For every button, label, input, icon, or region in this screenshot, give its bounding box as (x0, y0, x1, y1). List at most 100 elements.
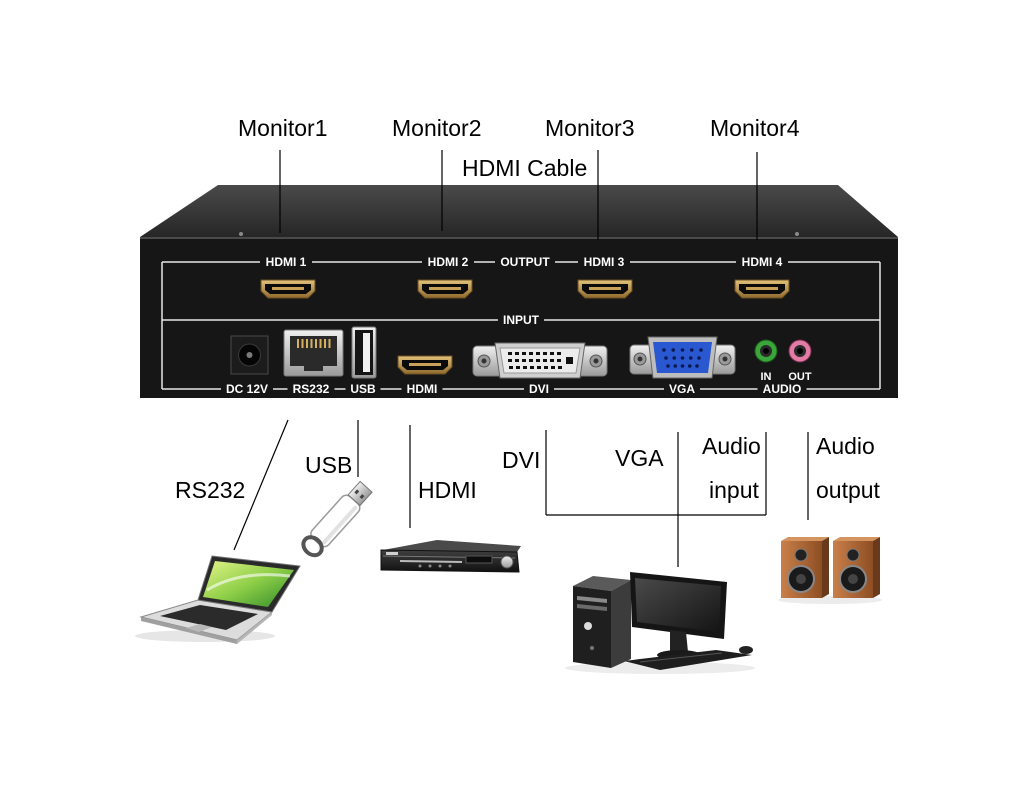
dvi-pin (550, 352, 554, 355)
pc-keyboard (624, 650, 752, 670)
pc-keyboard-keys (639, 652, 723, 663)
audio-output-label-line2: output (816, 477, 881, 503)
output-port-label-hdmi2: HDMI 2 (428, 255, 469, 269)
label-backdrop (498, 313, 544, 327)
label-backdrop (422, 255, 474, 269)
dvi-pin (543, 352, 547, 355)
label-backdrop (736, 255, 788, 269)
dvi-pin (523, 366, 527, 369)
input-port-labels: DC 12V RS232 USB HDMI DVI VGA AUDIO (221, 382, 807, 396)
vga-pin-holes (662, 348, 703, 368)
output-port-label-hdmi3: HDMI 3 (584, 255, 625, 269)
device-top-surface (140, 185, 898, 237)
pc-drive-bay (577, 596, 607, 603)
output-section-label: OUTPUT (500, 255, 550, 269)
usb-connection-label: USB (305, 452, 352, 478)
dvd-button (418, 564, 422, 568)
laptop-base-edge (141, 617, 237, 644)
dvi-pin (550, 359, 554, 362)
monitor4-label: Monitor4 (710, 115, 800, 141)
dvd-jog-knob (500, 555, 514, 569)
output-labels: HDMI 1 HDMI 2 OUTPUT HDMI 3 HDMI 4 (260, 255, 788, 269)
vga-pin (680, 364, 685, 368)
rj45-pin (315, 339, 317, 348)
speaker-side (822, 537, 829, 598)
vga-pin (666, 364, 670, 368)
hdmi-output-port-1 (260, 279, 316, 299)
pc-drive-bay (577, 604, 607, 611)
pc-tower-top (573, 576, 631, 591)
label-backdrop (345, 382, 381, 396)
hdmi-port-contacts (272, 287, 304, 290)
pc-tower-side (611, 580, 631, 668)
audio-input-label-line2: input (709, 477, 759, 503)
audio-output-label-line1: Audio (816, 433, 875, 459)
top-screw-right (795, 232, 799, 236)
rs232-connection-label: RS232 (175, 477, 245, 503)
speaker-top (833, 537, 880, 541)
hdmi-port-contacts (429, 287, 461, 290)
audio-in-label: IN (761, 371, 772, 383)
speaker-side (873, 537, 880, 598)
dvd-logo (386, 552, 398, 555)
dvi-pin (557, 359, 561, 362)
vga-pin (697, 356, 701, 360)
vga-pin (688, 356, 693, 360)
label-backdrop (287, 382, 335, 396)
laptop-icon (135, 555, 301, 644)
vga-pin (664, 356, 668, 360)
pc-monitor-screen (635, 578, 721, 632)
usb-drive-lanyard-loop (301, 535, 324, 558)
hdmi-port-contacts (589, 287, 621, 290)
rs232-line (233, 419, 289, 551)
dvd-button (448, 564, 452, 568)
usb-drive-connector-hole (359, 494, 365, 500)
dvi-pin (522, 359, 526, 362)
dvi-pin (557, 352, 561, 355)
dvi-pin (530, 366, 534, 369)
dvd-top (383, 540, 521, 552)
hdmi-connection-label: HDMI (418, 477, 477, 503)
speakers-icon (778, 537, 882, 604)
dvd-button (438, 564, 442, 568)
input-port-label-rs232: RS232 (293, 382, 330, 396)
label-backdrop (524, 382, 554, 396)
vga-pin (680, 348, 685, 352)
vga-pin (673, 364, 678, 368)
speaker-woofer-cap (796, 574, 806, 584)
dvi-port (472, 342, 608, 379)
hdmi-port-contacts (409, 363, 441, 366)
rj45-pin (306, 339, 308, 348)
input-section-label: INPUT (503, 313, 540, 327)
monitor-labels: Monitor1 Monitor2 Monitor3 Monitor4 HDMI… (238, 115, 800, 181)
vga-pin (680, 356, 685, 360)
input-port-label-audio: AUDIO (763, 382, 802, 396)
vga-pin (671, 348, 676, 352)
vga-pin (699, 348, 703, 352)
vga-connection-label: VGA (615, 445, 664, 471)
speaker-left (781, 537, 829, 598)
vga-pin (687, 364, 692, 368)
label-backdrop (401, 382, 443, 396)
speaker-top (781, 537, 829, 541)
input-port-label-dc: DC 12V (226, 382, 268, 396)
monitor2-label: Monitor2 (392, 115, 481, 141)
laptop-screen (203, 561, 294, 607)
dvi-pin (544, 366, 548, 369)
pc-monitor-stand-neck (670, 630, 688, 652)
input-port-label-hdmi: HDMI (407, 382, 438, 396)
rj45-pin (319, 339, 322, 348)
label-backdrop (495, 255, 555, 269)
dvd-player-icon (380, 540, 521, 573)
label-backdrop (757, 382, 807, 396)
audio-in-hole (763, 348, 769, 354)
vga-port (629, 336, 736, 379)
laptop-keyboard (160, 605, 258, 630)
hdmi-output-port-2 (417, 279, 473, 299)
speaker-woofer-cap (848, 574, 858, 584)
vga-screw-hole-left (637, 356, 643, 362)
hdmi-output-port-4 (734, 279, 790, 299)
input-port-label-dvi: DVI (529, 382, 549, 396)
laptop-base-edge-right (237, 612, 272, 644)
usb-flash-drive-icon (301, 480, 373, 558)
